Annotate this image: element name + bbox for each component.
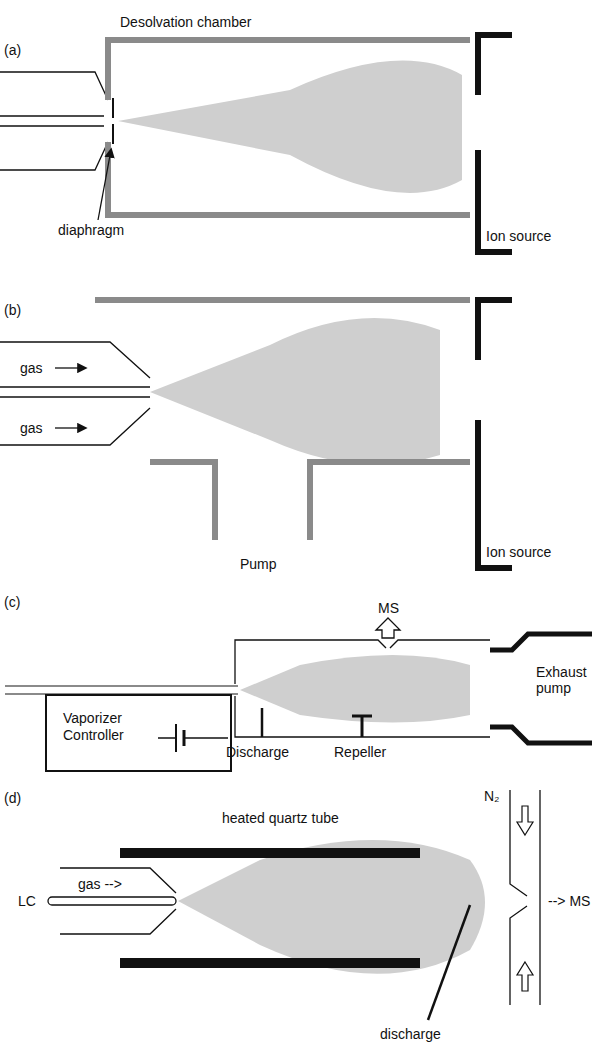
discharge-electrode <box>261 708 264 737</box>
spray-plume <box>178 840 485 974</box>
heated-tube-wall <box>120 958 420 968</box>
gas-name: N₂ <box>484 788 500 804</box>
flow-label: gas --> <box>78 876 122 892</box>
part-name: Repeller <box>334 744 386 760</box>
ion-source-chamber <box>235 640 490 737</box>
part-name: Ion source <box>486 228 551 244</box>
battery-symbol <box>158 724 228 752</box>
flow-label: LC <box>18 893 36 909</box>
discharge-needle <box>428 905 470 1020</box>
desolvation-chamber-wall <box>108 40 470 215</box>
part-name: diaphragm <box>58 222 124 238</box>
hollow-arrow <box>517 962 533 991</box>
part-name: Desolvation chamber <box>120 14 252 30</box>
ion-source-bracket <box>478 300 512 568</box>
vapor-jet <box>240 655 470 723</box>
spray-plume <box>118 61 462 193</box>
controller-box: Vaporizer Controller <box>45 694 232 772</box>
part-name: Pump <box>240 556 277 572</box>
panel-letter: (d) <box>4 790 21 806</box>
hollow-arrow <box>517 806 533 835</box>
repeller-electrode <box>352 716 372 737</box>
nebulizer-probe <box>48 868 176 934</box>
spray-plume <box>150 318 440 465</box>
hollow-arrow <box>376 618 400 638</box>
leader-arrow <box>98 150 111 220</box>
flow-label: gas <box>20 420 43 436</box>
diaphragm <box>112 98 114 144</box>
probe <box>0 72 108 170</box>
flow-label: --> MS <box>548 893 590 909</box>
part-name: Exhaust pump <box>536 664 596 696</box>
desolvation-chamber-wall <box>95 300 470 540</box>
flow-label: gas <box>20 360 43 376</box>
panel-letter: (c) <box>4 594 20 610</box>
part-name: Ion source <box>486 544 551 560</box>
box-label: Vaporizer Controller <box>47 696 163 744</box>
vaporizer-tube <box>5 686 238 694</box>
nebulizer-probe <box>0 342 150 445</box>
part-name: Discharge <box>226 744 289 760</box>
part-name: heated quartz tube <box>222 810 342 826</box>
heated-tube-wall <box>120 848 420 858</box>
panel-letter: (b) <box>4 302 21 318</box>
part-name: discharge <box>380 1026 441 1042</box>
ion-source-bracket <box>478 35 512 252</box>
nitrogen-curtain <box>510 790 540 1005</box>
part-name: MS <box>378 600 399 616</box>
panel-letter: (a) <box>4 42 21 58</box>
